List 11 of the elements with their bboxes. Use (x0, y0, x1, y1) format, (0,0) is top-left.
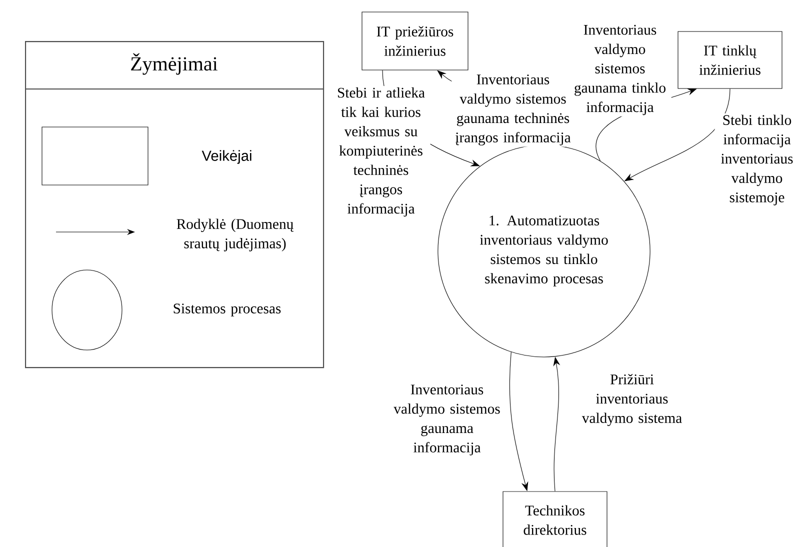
legend-text: Rodyklė (Duomenų srautų judėjimas) (176, 218, 294, 252)
actor-box: IT tinklų inžinierius (678, 31, 782, 89)
actor-box: IT priežiūros inžinierius (362, 12, 468, 70)
edge-label: Prižiūri inventoriaus valdymo sistema (572, 372, 692, 428)
legend-text: Sistemos procesas (174, 304, 281, 316)
edge-label: Stebi tinklo informacija inventoriaus valdymo sistemoje (714, 113, 800, 207)
edge-label: Stebi ir atlieka tik kai kurios veiksmus su kompiuterinės techninės įrangos informacija (332, 86, 430, 218)
edge-label: Inventoriaus valdymo sistemos gaunama tinklo informacija (568, 24, 672, 116)
edge-label: Inventoriaus valdymo sistemos gaunama informacija (386, 383, 508, 457)
actor-box: Technikos direktorius (502, 491, 608, 547)
legend-text: Veikėjai (202, 150, 252, 164)
